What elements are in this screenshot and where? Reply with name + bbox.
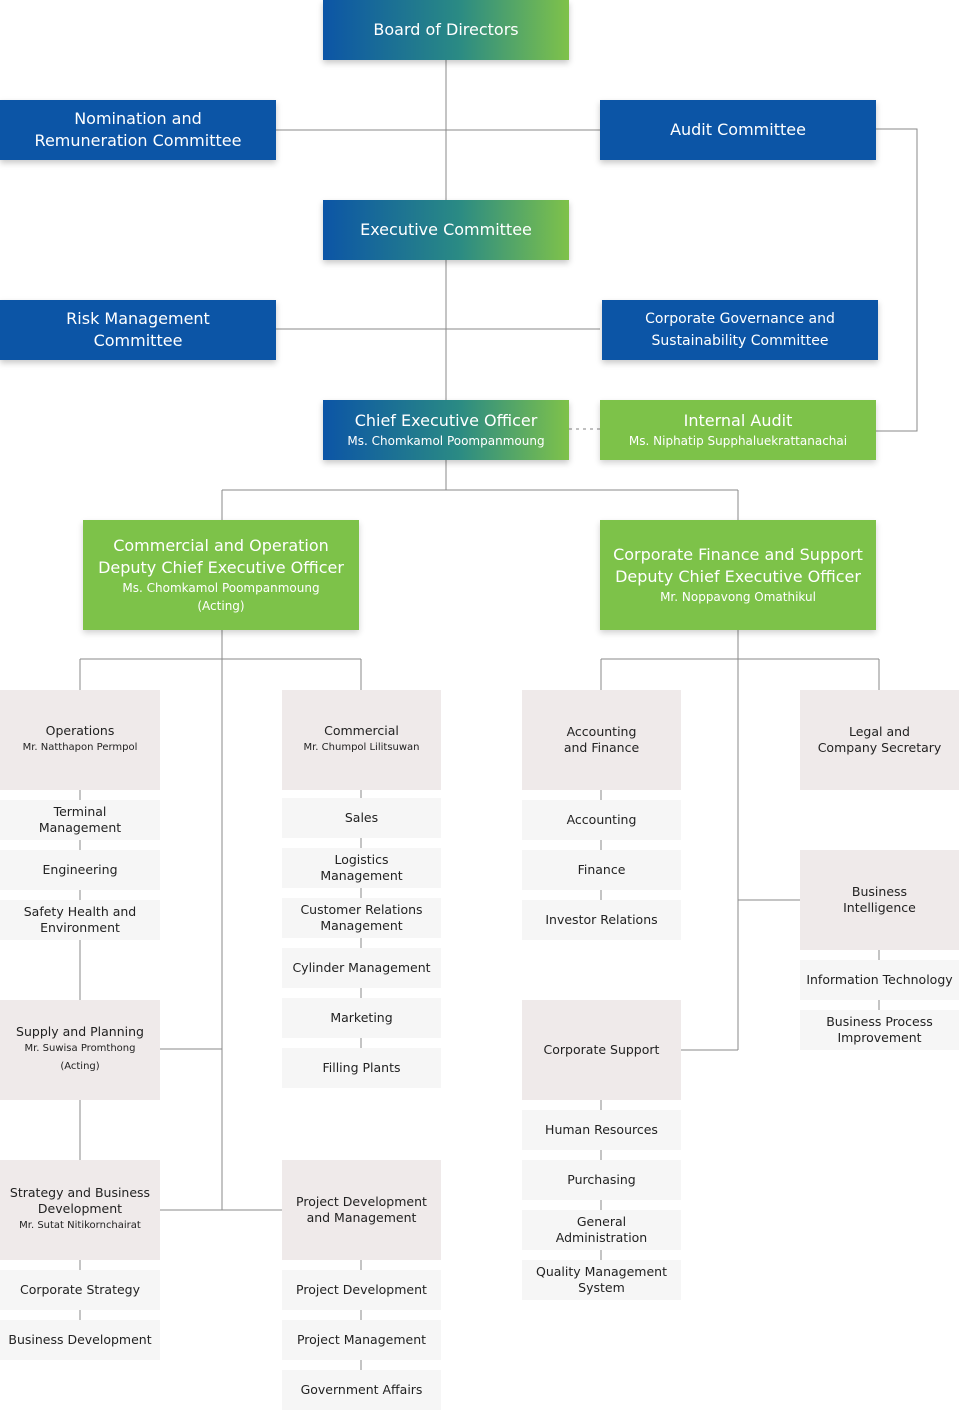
strategy-box: Strategy and Business Development Mr. Su…	[0, 1160, 160, 1260]
ceo-box: Chief Executive Officer Ms. Chomkamol Po…	[323, 400, 569, 460]
unit-corporate-strategy: Corporate Strategy	[0, 1270, 160, 1310]
accounting-finance-box: Accounting and Finance	[522, 690, 681, 790]
operations-box: Operations Mr. Natthapon Permpol	[0, 690, 160, 790]
risk-committee-box: Risk Management Committee	[0, 300, 276, 360]
unit-information-technology: Information Technology	[800, 960, 959, 1000]
audit-committee-title: Audit Committee	[670, 120, 806, 139]
unit-engineering: Engineering	[0, 850, 160, 890]
unit-safety-health-environment: Safety Health and Environment	[0, 900, 160, 940]
operations-name: Mr. Natthapon Permpol	[22, 742, 138, 753]
corporate-support-title: Corporate Support	[543, 1042, 660, 1057]
risk-committee-title: Risk Management Committee	[66, 309, 210, 350]
unit-label: Project Management	[296, 1332, 427, 1347]
unit-label: Logistics Management	[320, 852, 403, 883]
unit-label: Filling Plants	[322, 1060, 401, 1075]
unit-government-affairs: Government Affairs	[282, 1370, 441, 1410]
unit-sales: Sales	[282, 798, 441, 838]
executive-committee-title: Executive Committee	[360, 220, 532, 239]
operations-title: Operations	[45, 723, 115, 738]
internal-audit-box: Internal Audit Ms. Niphatip Supphaluekra…	[600, 400, 876, 460]
ceo-name: Ms. Chomkamol Poompanmoung	[347, 434, 545, 448]
unit-terminal-management: Terminal Management	[0, 800, 160, 840]
unit-investor-relations: Investor Relations	[522, 900, 681, 940]
unit-label: Finance	[577, 862, 626, 877]
deputy-finance-box: Corporate Finance and Support Deputy Chi…	[600, 520, 876, 630]
internal-audit-name: Ms. Niphatip Supphaluekrattanachai	[628, 434, 848, 448]
audit-committee-box: Audit Committee	[600, 100, 876, 160]
governance-committee-box: Corporate Governance and Sustainability …	[602, 300, 878, 360]
unit-label: Cylinder Management	[292, 960, 431, 975]
unit-label: Safety Health and Environment	[23, 904, 137, 935]
unit-label: Marketing	[330, 1010, 393, 1025]
unit-label: Accounting	[566, 812, 637, 827]
unit-label: Government Affairs	[300, 1382, 423, 1397]
unit-label: Sales	[344, 810, 379, 825]
deputy-finance-title: Corporate Finance and Support Deputy Chi…	[613, 545, 863, 586]
commercial-box: Commercial Mr. Chumpol Lilitsuwan	[282, 690, 441, 790]
business-intelligence-title: Business Intelligence	[843, 884, 916, 915]
unit-project-management: Project Management	[282, 1320, 441, 1360]
unit-general-administration: General Administration	[522, 1210, 681, 1250]
unit-label: Terminal Management	[38, 804, 122, 835]
unit-cylinder-management: Cylinder Management	[282, 948, 441, 988]
unit-project-development: Project Development	[282, 1270, 441, 1310]
ceo-title: Chief Executive Officer	[354, 411, 538, 430]
unit-purchasing: Purchasing	[522, 1160, 681, 1200]
deputy-finance-name: Mr. Noppavong Omathikul	[660, 590, 816, 604]
unit-accounting: Accounting	[522, 800, 681, 840]
project-title: Project Development and Management	[296, 1194, 427, 1225]
supply-planning-name: Mr. Suwisa Promthong (Acting)	[24, 1043, 136, 1072]
unit-customer-relations: Customer Relations Management	[282, 898, 441, 938]
board-of-directors-title: Board of Directors	[373, 20, 519, 39]
nomination-committee-box: Nomination and Remuneration Committee	[0, 100, 276, 160]
unit-label: Human Resources	[545, 1122, 658, 1137]
strategy-name: Mr. Sutat Nitikornchairat	[19, 1220, 141, 1231]
unit-label: Business Development	[8, 1332, 152, 1347]
unit-quality-management-system: Quality Management System	[522, 1260, 681, 1300]
accounting-finance-title: Accounting and Finance	[563, 724, 640, 755]
unit-human-resources: Human Resources	[522, 1110, 681, 1150]
unit-label: General Administration	[555, 1214, 648, 1245]
unit-label: Business Process Improvement	[826, 1014, 933, 1045]
commercial-title: Commercial	[324, 723, 399, 738]
unit-logistics-management: Logistics Management	[282, 848, 441, 888]
nomination-committee-title: Nomination and Remuneration Committee	[34, 109, 242, 150]
internal-audit-title: Internal Audit	[683, 411, 793, 430]
commercial-name: Mr. Chumpol Lilitsuwan	[303, 742, 420, 753]
unit-label: Customer Relations Management	[300, 902, 423, 933]
deputy-commercial-box: Commercial and Operation Deputy Chief Ex…	[83, 520, 359, 630]
deputy-commercial-name: Ms. Chomkamol Poompanmoung (Acting)	[122, 581, 320, 613]
corporate-support-box: Corporate Support	[522, 1000, 681, 1100]
unit-business-process-improvement: Business Process Improvement	[800, 1010, 959, 1050]
business-intelligence-box: Business Intelligence	[800, 850, 959, 950]
supply-planning-box: Supply and Planning Mr. Suwisa Promthong…	[0, 1000, 160, 1100]
unit-finance: Finance	[522, 850, 681, 890]
strategy-title: Strategy and Business Development	[9, 1185, 151, 1216]
unit-label: Purchasing	[567, 1172, 636, 1187]
unit-label: Engineering	[42, 862, 118, 877]
executive-committee-box: Executive Committee	[323, 200, 569, 260]
unit-label: Quality Management System	[536, 1264, 667, 1295]
governance-committee-title: Corporate Governance and Sustainability …	[645, 311, 835, 349]
board-of-directors-box: Board of Directors	[323, 0, 569, 60]
unit-label: Investor Relations	[545, 912, 658, 927]
supply-planning-title: Supply and Planning	[16, 1024, 144, 1039]
project-box: Project Development and Management	[282, 1160, 441, 1260]
legal-secretary-title: Legal and Company Secretary	[817, 724, 942, 755]
unit-label: Project Development	[296, 1282, 427, 1297]
unit-label: Corporate Strategy	[19, 1282, 141, 1297]
unit-business-development: Business Development	[0, 1320, 160, 1360]
deputy-commercial-title: Commercial and Operation Deputy Chief Ex…	[98, 536, 344, 577]
unit-marketing: Marketing	[282, 998, 441, 1038]
unit-label: Information Technology	[806, 972, 953, 987]
legal-secretary-box: Legal and Company Secretary	[800, 690, 959, 790]
unit-filling-plants: Filling Plants	[282, 1048, 441, 1088]
